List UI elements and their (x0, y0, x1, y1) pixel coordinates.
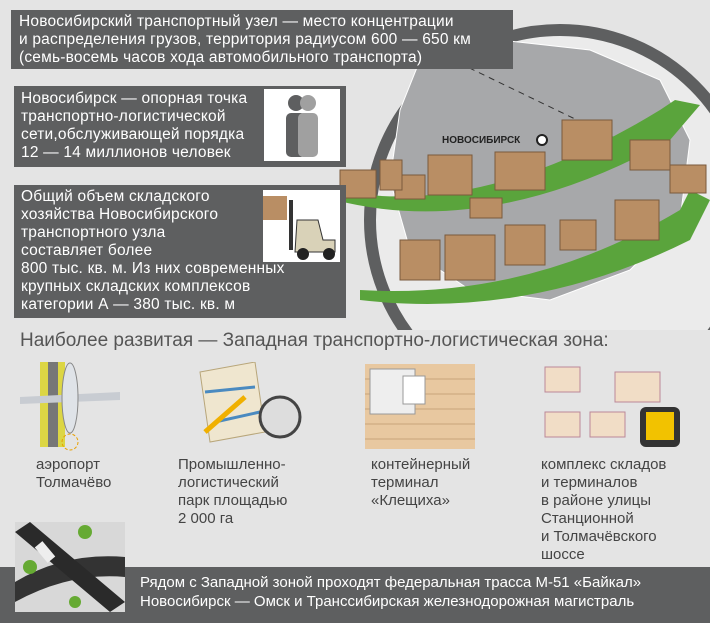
info-text: крупных складских комплексов (21, 278, 251, 295)
zone-label: и Толмачёвского (541, 528, 657, 545)
forklift-icon (263, 190, 340, 262)
zone-label: аэропорт (36, 456, 101, 473)
zone-label: комплекс складов (541, 456, 667, 473)
info-text: Общий объем складского (21, 188, 210, 205)
info-box-warehouses: Общий объем складского хозяйства Новосиб… (14, 185, 346, 318)
zone-label: 2 000 га (178, 510, 234, 527)
zone-airport: аэропорт Толмачёво (36, 456, 111, 492)
warehouse-boxes-icon (544, 366, 680, 447)
section-heading: Наиболее развитая — Западная транспортно… (20, 330, 609, 351)
container-icon (365, 364, 475, 449)
info-text: 800 тыс. кв. м. Из них современных (21, 260, 285, 277)
zone-label: Промышленно- (178, 456, 286, 473)
zone-label: Толмачёво (36, 474, 112, 491)
map-city-label: НОВОСИБИРСК (442, 135, 521, 146)
map-compass-icon (199, 362, 302, 443)
footer-text: Рядом с Западной зоной проходят федераль… (140, 574, 642, 591)
info-box-population: Новосибирск — опорная точка транспортно-… (14, 86, 346, 167)
zone-industrial-park: Промышленно- логистический парк площадью… (178, 456, 287, 528)
info-text: Новосибирский транспортный узел — место … (19, 13, 454, 30)
zone-label: в районе улицы (541, 492, 652, 509)
info-box-transport-hub: Новосибирский транспортный узел — место … (11, 10, 513, 69)
info-text: транспортно-логистической (21, 108, 226, 125)
info-text: составляет более (21, 242, 153, 259)
info-text: и распределения грузов, территория радиу… (19, 31, 472, 48)
zone-warehouse-complex: комплекс складов и терминалов в районе у… (541, 456, 666, 564)
zone-label: логистический (178, 474, 279, 491)
zone-label: Станционной (541, 510, 634, 527)
info-text: транспортного узла (21, 224, 166, 241)
city-marker (536, 134, 548, 146)
zone-label: парк площадью (178, 492, 288, 509)
zone-container-terminal: контейнерный терминал «Клещиха» (371, 456, 470, 510)
info-text: сети,обслуживающей порядка (21, 126, 245, 143)
green-arrow-lower (360, 190, 710, 304)
zone-label: контейнерный (371, 456, 471, 473)
footer-text: Новосибирск — Омск и Транссибирская желе… (140, 593, 635, 610)
zone-label: терминал (371, 474, 439, 491)
highway-icon (15, 522, 125, 612)
airplane-icon (20, 362, 120, 451)
info-text: хозяйства Новосибирского (21, 206, 219, 223)
info-text: категории А — 380 тыс. кв. м (21, 296, 236, 313)
zone-label: «Клещиха» (371, 492, 450, 509)
region-map: НОВОСИБИРСК (335, 19, 710, 330)
info-text: (семь-восемь часов хода автомобильного т… (19, 49, 423, 66)
zone-label: и терминалов (541, 474, 638, 491)
info-text: Новосибирск — опорная точка (21, 90, 248, 107)
info-text: 12 — 14 миллионов человек (21, 144, 231, 161)
people-icon (264, 89, 340, 161)
zone-label: шоссе (541, 546, 585, 563)
cardboard-boxes (339, 119, 707, 281)
